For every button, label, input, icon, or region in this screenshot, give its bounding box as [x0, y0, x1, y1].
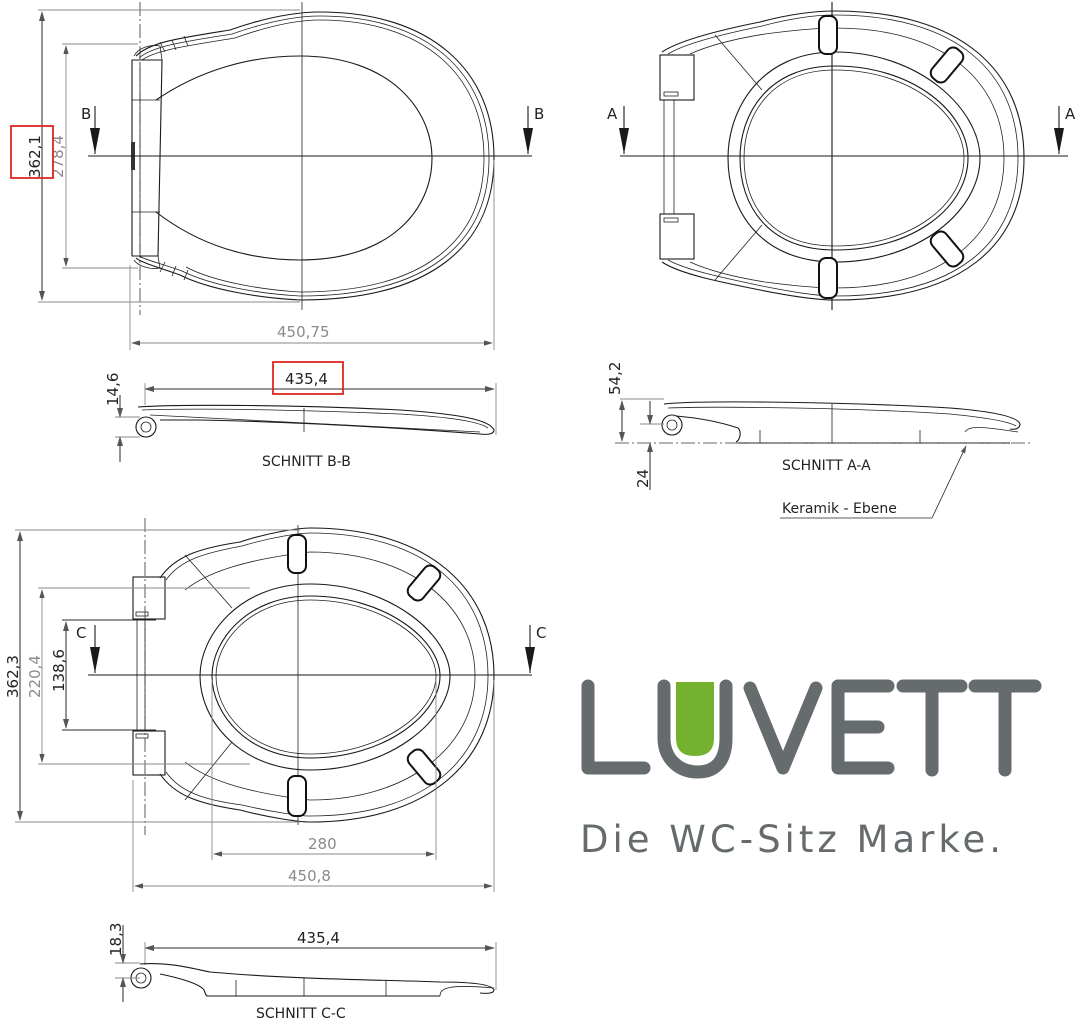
bumper-icon — [287, 534, 442, 817]
dim-c-hinge-inner: 138,6 — [50, 649, 68, 692]
brand-tagline: Die WC-Sitz Marke. — [580, 818, 1005, 861]
section-marker-c-right: C — [536, 624, 546, 642]
section-marker-a-right: A — [1065, 105, 1076, 123]
section-aa: 54,2 24 SCHNITT A-A Keramik - Ebene — [606, 362, 1030, 519]
dim-c-overall-width: 362,3 — [4, 655, 22, 698]
dim-overall-length: 450,75 — [277, 323, 330, 341]
dim-c-hinge-outer: 220,4 — [26, 655, 44, 698]
highlight-box-length — [272, 361, 344, 395]
dim-bb-length: 435,4 — [285, 370, 328, 388]
section-marker-b-right: B — [534, 105, 544, 123]
highlight-box-width — [10, 125, 54, 179]
dim-aa-height: 54,2 — [606, 362, 624, 395]
dim-aa-offset: 24 — [634, 469, 652, 488]
dim-cc-length: 435,4 — [297, 929, 340, 947]
section-bb-title: SCHNITT B-B — [262, 454, 351, 470]
section-bb: 435,4 14,6 SCHNITT B-B — [104, 361, 497, 470]
top-view-closed-lid: B B 362,1 278,4 450,75 — [10, 2, 544, 350]
section-marker-b-left: B — [81, 105, 91, 123]
dim-hinge-span: 278,4 — [49, 135, 67, 178]
dim-c-opening-length: 280 — [308, 835, 337, 853]
dim-c-overall-length: 450,8 — [288, 867, 331, 885]
top-view-open-seat: A A — [607, 2, 1076, 310]
section-aa-title: SCHNITT A-A — [782, 458, 871, 474]
top-view-bottom: C C 362,3 220,4 138,6 280 450,8 — [4, 518, 546, 892]
brand-logo: Die WC-Sitz Marke. — [578, 676, 1048, 866]
bumper-icon — [818, 15, 965, 299]
keramik-ebene-callout: Keramik - Ebene — [782, 501, 897, 517]
section-cc-title: SCHNITT C-C — [256, 1006, 346, 1022]
dim-bb-height: 14,6 — [104, 373, 122, 406]
section-marker-c-left: C — [76, 624, 86, 642]
section-marker-a-left: A — [607, 105, 618, 123]
section-cc: 435,4 18,3 SCHNITT C-C — [107, 923, 497, 1022]
dim-cc-height: 18,3 — [107, 923, 125, 956]
dim-overall-width: 362,1 — [26, 135, 44, 178]
logo-green-accent — [676, 682, 714, 756]
luvett-wordmark — [581, 679, 1042, 779]
